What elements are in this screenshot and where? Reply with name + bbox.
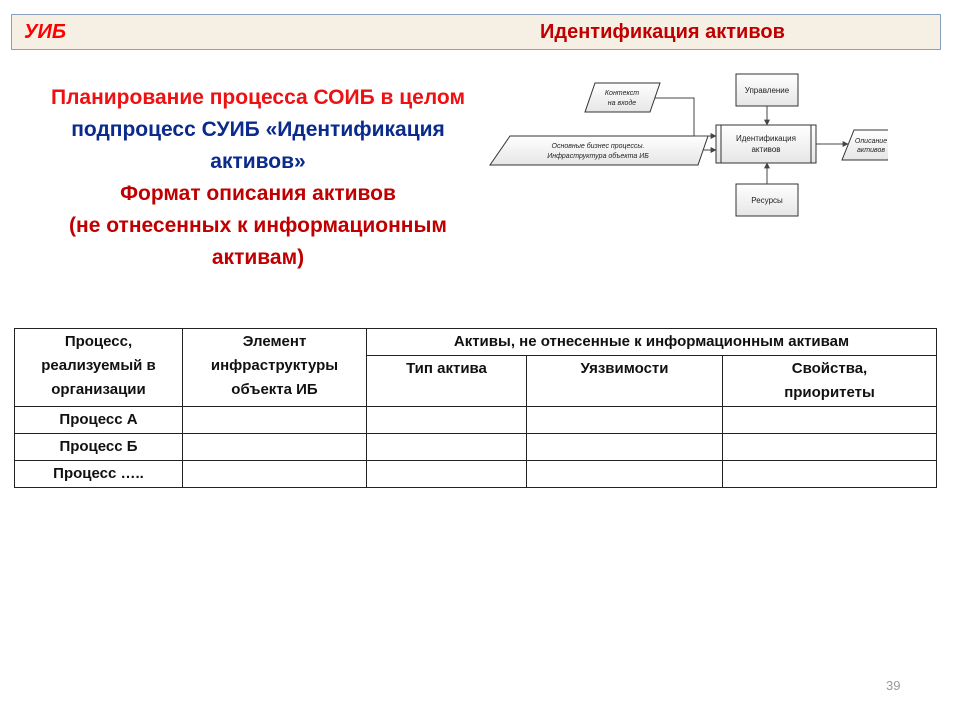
header-abbrev: УИБ xyxy=(24,21,67,43)
business-shape xyxy=(489,135,709,166)
title-line-3: активов» xyxy=(210,150,306,173)
output-label-2: активов xyxy=(857,147,885,154)
business-label-1: Основные бизнес процессы. xyxy=(552,142,645,150)
table-row: Процесс ….. xyxy=(14,460,938,488)
header-title: Идентификация активов xyxy=(540,21,785,43)
table-row: Процесс Б xyxy=(14,433,938,461)
context-label-1: Контекст xyxy=(605,90,639,97)
process-diagram: Контекст на входе Основные бизнес процес… xyxy=(489,73,888,217)
header-bar: УИБ Идентификация активов xyxy=(11,14,941,50)
title-line-4: Формат описания активов xyxy=(120,182,396,205)
control-box xyxy=(735,73,799,107)
row-label: Процесс Б xyxy=(14,433,183,461)
resources-label: Ресурсы xyxy=(751,196,783,205)
control-label: Управление xyxy=(745,86,790,95)
row-label: Процесс А xyxy=(14,406,183,434)
page-number: 39 xyxy=(886,678,901,693)
title-line-5: (не отнесенных к информационным xyxy=(69,214,447,237)
header-vulnerabilities: Уязвимости xyxy=(526,355,723,407)
center-label-2: активов xyxy=(751,145,780,154)
header-properties: Свойства,приоритеты xyxy=(721,355,938,407)
output-shape xyxy=(841,129,888,161)
row-label: Процесс ….. xyxy=(14,460,183,488)
header-asset-type: Тип актива xyxy=(366,355,527,407)
arrow-context xyxy=(655,97,717,139)
context-label-2: на входе xyxy=(608,99,637,107)
business-label-2: Инфраструктура объекта ИБ xyxy=(547,152,649,160)
table-row: Процесс А xyxy=(14,406,938,434)
output-label-1: Описание xyxy=(855,138,887,145)
title-line-2: подпроцесс СУИБ «Идентификация xyxy=(71,118,445,141)
title-line-6: активам) xyxy=(211,246,305,269)
header-group: Активы, не отнесенные к информационным а… xyxy=(365,328,938,356)
context-shape xyxy=(584,82,661,113)
center-label-1: Идентификация xyxy=(736,134,796,143)
title-line-1: Планирование процесса СОИБ в целом xyxy=(50,86,466,109)
slide-title: Планирование процесса СОИБ в целом подпр… xyxy=(18,82,498,274)
center-box xyxy=(715,124,817,164)
